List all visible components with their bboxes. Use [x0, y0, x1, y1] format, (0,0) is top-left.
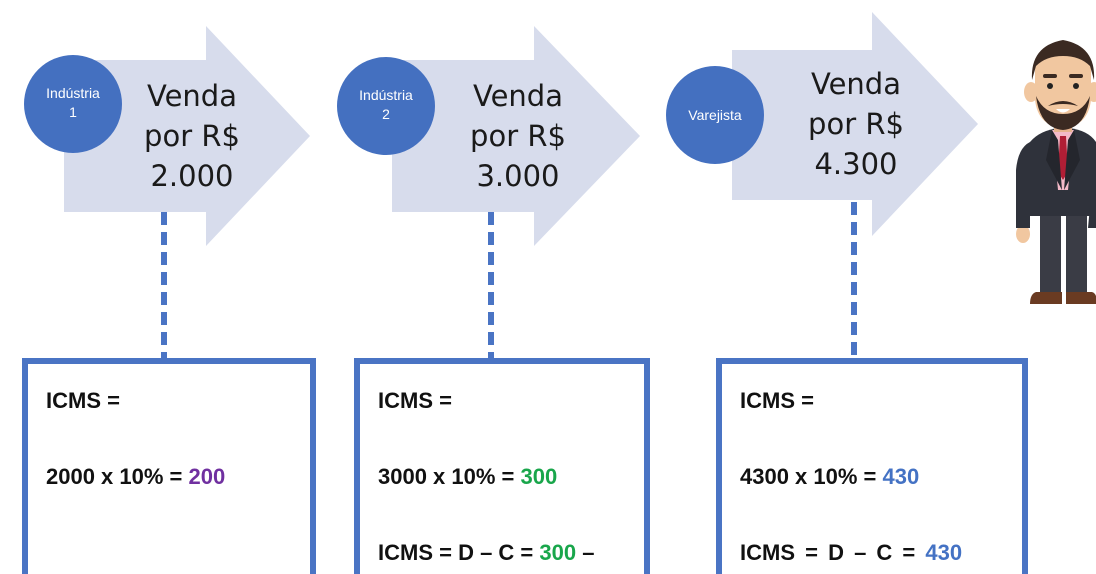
icms-box-stage-2: ICMS = 3000 x 10% = 300 ICMS = D – C = 3…: [354, 358, 650, 574]
icms-debit-credit: ICMS = D – C = 300 –: [378, 540, 594, 566]
arrow-stage-3: [732, 12, 978, 236]
sale-text-stage-2: Venda por R$ 3.000: [454, 76, 582, 196]
icms-label: ICMS =: [378, 388, 452, 413]
calc-value: 430: [882, 464, 920, 489]
icms-box-stage-1: ICMS = 2000 x 10% = 200: [22, 358, 316, 574]
icms-calculation: 3000 x 10% = 300: [378, 464, 557, 490]
dc-value: 300: [539, 540, 577, 565]
circle-label-industria-2: Indústria 2: [359, 87, 413, 122]
circle-industria-2: [337, 57, 435, 155]
circle-industria-1: [24, 55, 122, 153]
dc-prefix: ICMS = D – C =: [740, 540, 926, 565]
sale-line-venda: Venda: [473, 79, 563, 113]
calc-value: 300: [520, 464, 558, 489]
sale-line-venda: Venda: [811, 67, 901, 101]
icms-label: ICMS =: [46, 388, 120, 413]
sale-line-por: por R$: [470, 119, 566, 153]
circle-label-varejista: Varejista: [688, 107, 742, 123]
circle-label-industria-1: Indústria 1: [46, 85, 100, 120]
circle-varejista: [666, 66, 764, 164]
icms-label: ICMS =: [740, 388, 814, 413]
sale-line-amount: 3.000: [476, 159, 560, 193]
arrow-stage-2: [392, 26, 640, 246]
calc-value: 200: [188, 464, 226, 489]
dc-suffix: –: [576, 540, 595, 565]
icms-debit-credit: ICMS = D – C = 430: [740, 540, 962, 566]
icms-box-stage-3: ICMS = 4300 x 10% = 430 ICMS = D – C = 4…: [716, 358, 1028, 574]
dc-prefix: ICMS = D – C =: [378, 540, 540, 565]
icms-calculation: 4300 x 10% = 430: [740, 464, 919, 490]
calc-prefix: 3000 x 10% =: [378, 464, 521, 489]
icms-calculation: 2000 x 10% = 200: [46, 464, 225, 490]
sale-line-por: por R$: [144, 119, 240, 153]
arrow-stage-1: [64, 26, 310, 246]
sale-line-venda: Venda: [147, 79, 237, 113]
dc-value: 430: [925, 540, 963, 565]
businessman-icon: [1016, 40, 1096, 304]
calc-prefix: 2000 x 10% =: [46, 464, 189, 489]
sale-line-por: por R$: [808, 107, 904, 141]
calc-prefix: 4300 x 10% =: [740, 464, 883, 489]
sale-text-stage-3: Venda por R$ 4.300: [792, 64, 920, 184]
sale-text-stage-1: Venda por R$ 2.000: [128, 76, 256, 196]
sale-line-amount: 2.000: [150, 159, 234, 193]
sale-line-amount: 4.300: [814, 147, 898, 181]
